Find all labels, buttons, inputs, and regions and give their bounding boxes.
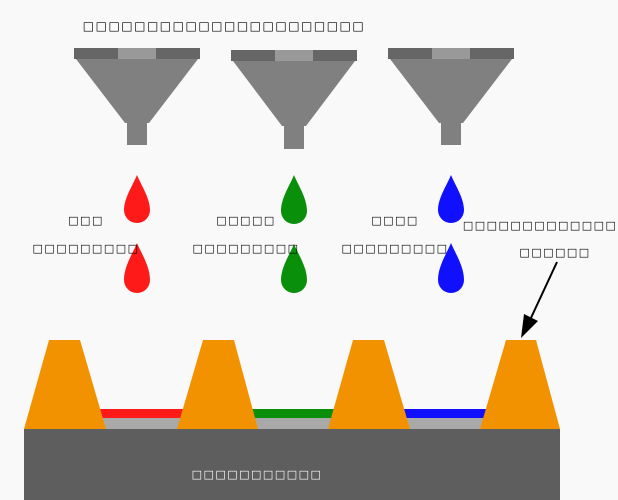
bank-label-line2: □□□□□□ [519,246,590,259]
droplet-blue-lower [438,243,464,293]
diagram-title: □□□□□□□□□□□□□□□□□□□□□□ [83,19,365,33]
droplet-red-lower [124,243,150,293]
droplet-red-upper [124,175,150,223]
print-head-blue [388,48,514,145]
nozzle-tip [441,123,461,145]
bank-pointer-arrow [529,261,558,321]
label-blue-bottom: □□□□□□□□□ [341,242,448,255]
print-head-red [74,48,200,145]
droplet-green-lower [281,244,307,293]
label-red-top: □□□ [68,214,104,227]
ink-layer-green [250,409,338,418]
arrow-head [521,314,538,338]
print-head-green [231,50,357,149]
label-blue-top: □□□□ [371,214,419,227]
label-red-bottom: □□□□□□□□□ [32,242,139,255]
nozzle-funnel [233,61,355,126]
bank-3 [328,340,410,429]
nozzle-tip [284,126,304,149]
bank-2 [177,340,258,429]
droplet-blue-upper [438,175,464,223]
substrate [24,429,560,500]
bank-4 [480,340,560,429]
nozzle-funnel [390,59,512,123]
nozzle-funnel [76,59,198,123]
label-green-bottom: □□□□□□□□□ [192,242,299,255]
nozzle-cap-highlight [275,50,313,61]
nozzle-cap-highlight [432,48,470,59]
label-green-top: □□□□□ [216,214,275,227]
ink-layer-red [100,409,188,418]
pixel-base [90,418,490,429]
bank-label-line1: □□□□□□□□□□□□□□□□ [463,219,618,232]
droplet-green-upper [281,175,307,224]
ink-layer-blue [400,409,488,418]
substrate-label: □□□□□□□□□□□ [192,468,323,481]
nozzle-tip [127,123,147,145]
nozzle-cap-highlight [118,48,156,59]
bank-1 [24,340,106,429]
